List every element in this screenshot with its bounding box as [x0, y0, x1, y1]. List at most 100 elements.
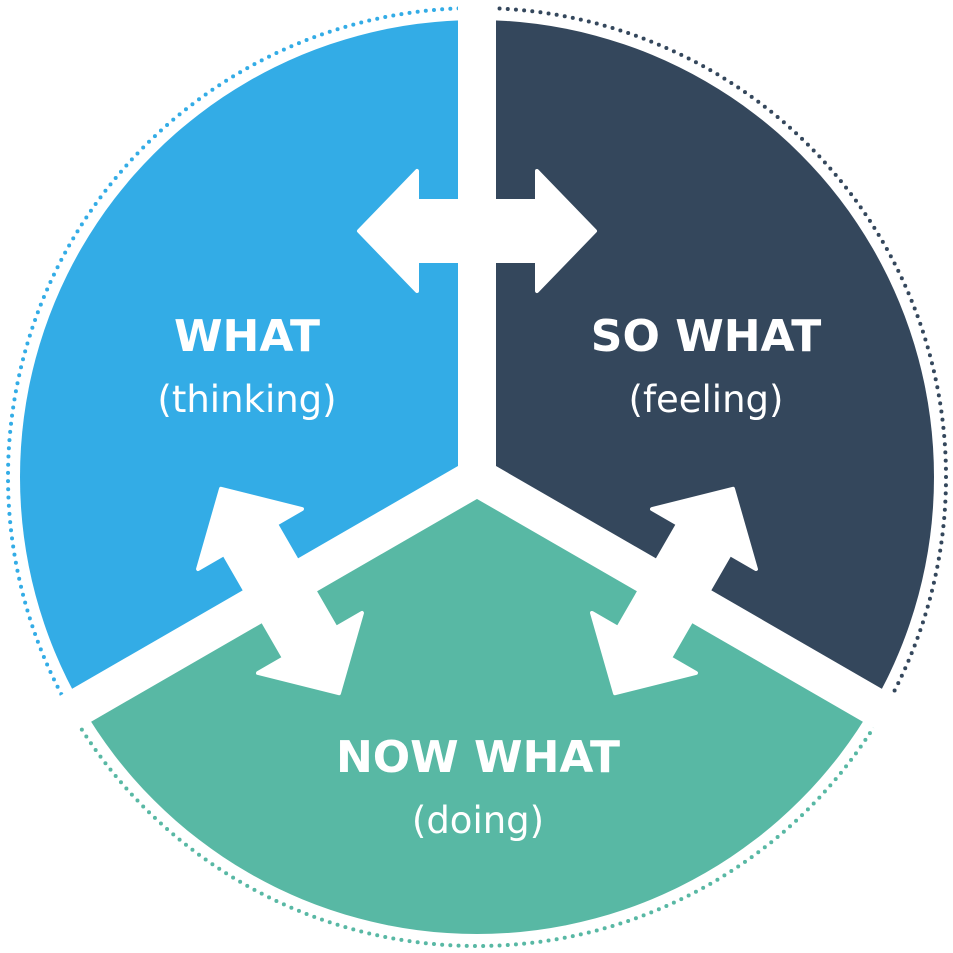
ring-dot: [252, 887, 257, 892]
ring-dot: [17, 576, 22, 581]
ring-dot: [899, 673, 904, 678]
ring-dot: [423, 941, 428, 946]
ring-dot: [940, 417, 945, 422]
ring-dot: [231, 74, 236, 79]
ring-dot: [274, 898, 279, 903]
ring-dot: [15, 568, 20, 573]
ring-dot: [664, 45, 669, 50]
segment-subtitle-so-what: (feeling): [629, 378, 784, 421]
ring-dot: [867, 218, 872, 223]
ring-dot: [48, 280, 53, 284]
ring-dot: [872, 225, 877, 230]
ring-dot: [935, 564, 940, 569]
ring-dot: [21, 592, 26, 597]
ring-dot: [899, 276, 904, 281]
ring-dot: [884, 247, 889, 252]
ring-dot: [289, 905, 294, 910]
ring-dot: [929, 361, 934, 366]
ring-dot: [849, 192, 854, 197]
ring-dot: [67, 243, 72, 248]
ring-dot: [943, 466, 948, 471]
ring-dot: [440, 942, 445, 947]
ring-dot: [423, 8, 428, 13]
arrows-layer: [196, 169, 758, 696]
ring-dot: [756, 99, 761, 104]
ring-dot: [925, 604, 930, 609]
ring-dot: [38, 302, 43, 307]
ring-dot: [811, 148, 816, 153]
ring-dot: [923, 612, 928, 617]
ring-dot: [224, 871, 229, 876]
ring-dot: [941, 425, 946, 430]
ring-dot: [88, 208, 93, 213]
segment-title-what: WHAT: [174, 311, 320, 362]
ring-dot: [941, 524, 946, 529]
ring-dot: [217, 83, 222, 88]
ring-dot: [641, 913, 646, 918]
ring-dot: [79, 222, 84, 227]
ring-dot: [108, 767, 113, 772]
ring-dot: [742, 859, 747, 864]
ring-dot: [546, 938, 551, 943]
ring-dot: [6, 446, 11, 451]
ring-dot: [11, 405, 16, 410]
ring-dot: [933, 377, 938, 382]
double-arrow-icon-3: [590, 486, 758, 696]
ring-dot: [183, 842, 188, 847]
ring-dot: [513, 7, 518, 12]
ring-dot: [943, 458, 948, 463]
ring-dot: [853, 751, 858, 756]
ring-dot: [671, 49, 676, 54]
ring-dot: [610, 26, 615, 31]
ring-dot: [75, 229, 80, 234]
ring-dot: [944, 475, 948, 479]
ring-dot: [522, 8, 527, 13]
ring-dot: [431, 7, 436, 12]
ring-dot: [656, 42, 661, 47]
ring-dot: [35, 639, 40, 644]
ring-dot: [939, 540, 944, 545]
ring-dot: [822, 789, 827, 794]
ring-dot: [530, 940, 535, 945]
ring-dot: [570, 15, 575, 20]
ring-dot: [505, 942, 510, 947]
ring-dot: [210, 862, 215, 867]
ring-dot: [586, 19, 591, 24]
ring-dot: [729, 869, 734, 874]
ring-dot: [522, 941, 527, 946]
ring-dot: [602, 23, 607, 28]
ring-dot: [55, 265, 60, 270]
ring-dot: [296, 908, 301, 913]
ring-dot: [391, 13, 396, 18]
ring-dot: [9, 421, 14, 426]
ring-dot: [431, 942, 436, 947]
ring-dot: [943, 491, 948, 496]
ring-dot: [602, 926, 607, 931]
ring-dot: [171, 832, 176, 837]
ring-dot: [844, 764, 849, 769]
ring-dot: [927, 353, 932, 358]
ring-dot: [124, 163, 129, 168]
ring-dot: [800, 136, 805, 141]
ring-dot: [113, 774, 118, 779]
ring-dot: [708, 881, 713, 886]
ring-dot: [267, 54, 272, 59]
ring-dot: [10, 413, 15, 418]
ring-dot: [788, 125, 793, 130]
ring-dot: [407, 10, 412, 15]
ring-dot: [833, 777, 838, 782]
ring-dot: [343, 925, 348, 930]
ring-dot: [7, 511, 12, 516]
ring-dot: [203, 92, 208, 97]
ring-dot: [312, 914, 317, 919]
ring-dot: [736, 85, 741, 90]
ring-dot: [6, 503, 11, 508]
ring-dot: [383, 934, 388, 939]
ring-dot: [722, 873, 727, 878]
ring-dot: [267, 895, 272, 900]
ring-dot: [8, 520, 13, 525]
ring-dot: [920, 620, 925, 625]
ring-dot: [844, 185, 849, 190]
ring-dot: [693, 889, 698, 894]
ring-dot: [281, 902, 286, 907]
